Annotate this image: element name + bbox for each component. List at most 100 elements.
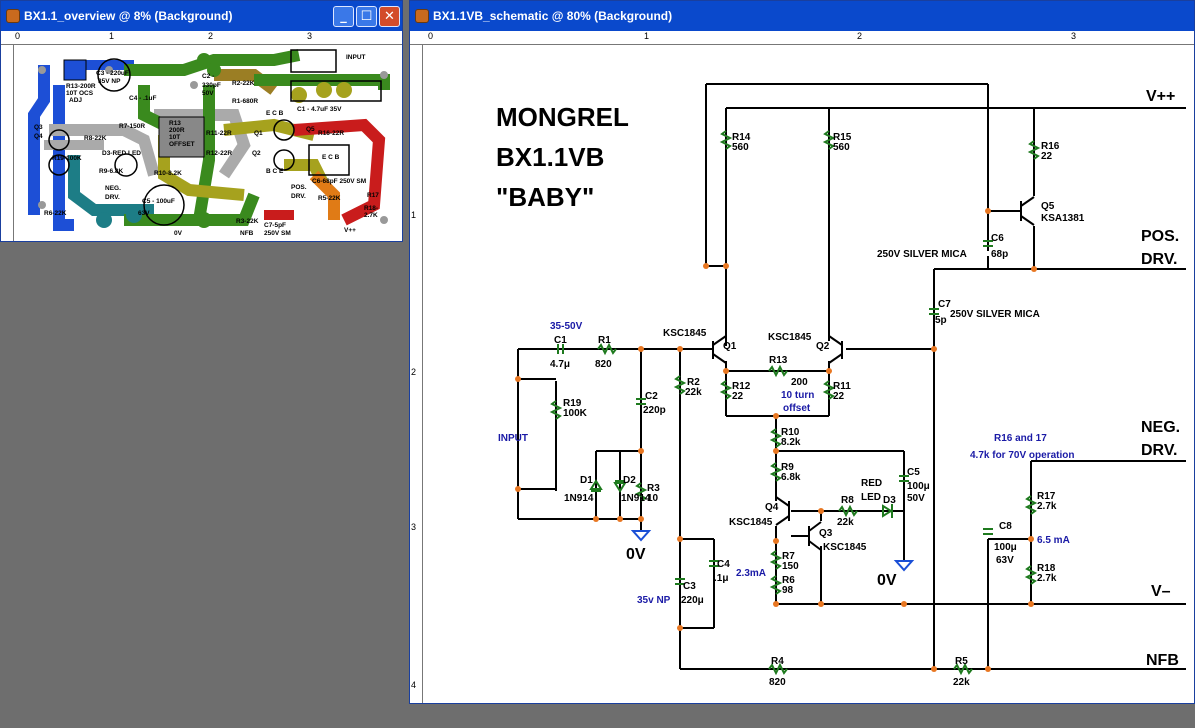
part-label: R15 [833,132,852,143]
part-label: R17 [1037,491,1056,502]
part-label: C2 [645,391,658,402]
pcb-label: E C B [266,110,284,117]
maximize-button[interactable]: ☐ [356,5,377,27]
part-label: R6 [782,575,795,586]
pcb-label: R10-8.2K [154,170,182,177]
part-label: R18 [1037,563,1056,574]
pcb-label: D3-RED LED [102,150,141,157]
part-label: 250V SILVER MICA [877,249,967,260]
pcb-label: C5 - 100uF [142,198,175,205]
part-label: 22k [685,387,702,398]
pcb-label: R16-22R [318,130,344,137]
part-label: 2.7k [1037,573,1057,584]
pcb-label: C1 - 4.7uF 35V [297,106,342,113]
ground-label: 0V [877,572,897,589]
part-label: 22 [732,391,744,402]
part-label: 1N914 [564,493,594,504]
pcb-label: 200R [169,127,185,134]
part-label: R3 [647,483,660,494]
minimize-button[interactable]: _ [333,5,354,27]
part-label: KSC1845 [823,542,867,553]
pcb-label: R9-6.8K [99,168,124,175]
annotation: 10 turn [781,390,814,401]
part-label: R4 [771,656,784,667]
part-label: R14 [732,132,751,143]
part-label: Q2 [816,341,830,352]
part-label: KSC1845 [663,328,707,339]
ruler-tick-label: 1 [644,31,650,41]
component-symbols [549,130,1041,676]
pcb-label: R18- [364,205,378,212]
rail-label-neg: NEG. [1141,419,1180,436]
schematic-titlebar[interactable]: BX1.1VB_schematic @ 80% (Background) [410,1,1194,31]
pcb-label: ADJ [69,97,82,104]
part-label: D1 [580,475,593,486]
pcb-label: C2 - [202,73,214,80]
rail-label-pos: POS. [1141,228,1179,245]
part-label: KSC1845 [768,332,812,343]
schematic-title-line: BX1.1VB [496,142,604,172]
part-label: KSA1381 [1041,213,1085,224]
part-label: 10 [647,493,659,504]
overview-titlebar[interactable]: BX1.1_overview @ 8% (Background) _ ☐ ✕ [1,1,402,31]
schematic-title: BX1.1VB_schematic @ 80% (Background) [433,9,673,23]
horizontal-ruler[interactable]: 0 1 2 3 [410,31,1194,45]
part-label: R9 [781,462,794,473]
pcb-label: Q2 [252,150,261,157]
pcb-label: C3 - 220uF [96,70,129,77]
transistor-symbols [712,196,1035,551]
part-label: 820 [769,677,786,688]
schematic-canvas[interactable]: MONGREL BX1.1VB "BABY" V++ POS. DRV. NEG… [423,45,1194,703]
ruler-tick-label: 1 [411,210,417,220]
vertical-ruler[interactable] [1,45,14,241]
pcb-label: 10T [169,134,180,141]
part-label: 22 [1041,151,1053,162]
part-label: D2 [623,475,636,486]
part-label: 63V [996,555,1014,566]
pcb-label: DRV. [105,194,120,201]
part-label: R16 [1041,141,1060,152]
part-label: KSC1845 [729,517,773,528]
overview-window[interactable]: BX1.1_overview @ 8% (Background) _ ☐ ✕ 0… [0,0,403,242]
pcb-label: V++ [344,227,356,234]
pcb-label: R8-22K [84,135,107,142]
pcb-layout: INPUT C3 - 220uF 35V NP R13-200R 10T OCS… [14,45,402,241]
horizontal-ruler[interactable]: 0 1 2 3 [1,31,402,45]
part-label: Q4 [765,502,779,513]
pcb-label: INPUT [346,54,366,61]
ruler-tick-label: 0 [15,31,21,41]
part-label: 560 [833,142,850,153]
schematic-drawing: MONGREL BX1.1VB "BABY" V++ POS. DRV. NEG… [496,83,1186,688]
part-label: R8 [841,495,854,506]
rail-label-vmm: V– [1151,583,1171,600]
part-label: 22k [953,677,970,688]
pcb-label: Q1 [254,130,263,137]
photoshop-document-icon [6,9,20,23]
pcb-label: C6-68pF 250V SM [312,178,366,185]
part-label: 6.8k [781,472,801,483]
part-label: R1 [598,335,611,346]
rail-label-vpp: V++ [1146,88,1175,105]
part-label: R13 [769,355,788,366]
part-label: R2 [687,377,700,388]
vertical-ruler[interactable]: 1 2 3 4 [410,45,423,703]
pcb-canvas[interactable]: INPUT C3 - 220uF 35V NP R13-200R 10T OCS… [14,45,402,241]
ruler-tick-label: 2 [857,31,863,41]
part-label: 100μ [994,542,1017,553]
annotation: 2.3mA [736,568,766,579]
part-label: 1N914 [621,493,651,504]
part-label: 4.7μ [550,359,570,370]
part-label: 22 [833,391,845,402]
part-label: R11 [833,381,851,392]
pcb-label: 50V [202,90,214,97]
part-label: R19 [563,398,582,409]
ruler-tick-label: 2 [208,31,214,41]
pcb-label: R7-150R [119,123,145,130]
pcb-label: R1-680R [232,98,258,105]
part-label: 5p [935,315,947,326]
close-button[interactable]: ✕ [379,5,400,27]
part-label: .1μ [714,573,728,584]
pcb-label: R12-22R [206,150,232,157]
schematic-window[interactable]: BX1.1VB_schematic @ 80% (Background) 0 1… [409,0,1195,704]
pcb-label: E C B [322,154,340,161]
